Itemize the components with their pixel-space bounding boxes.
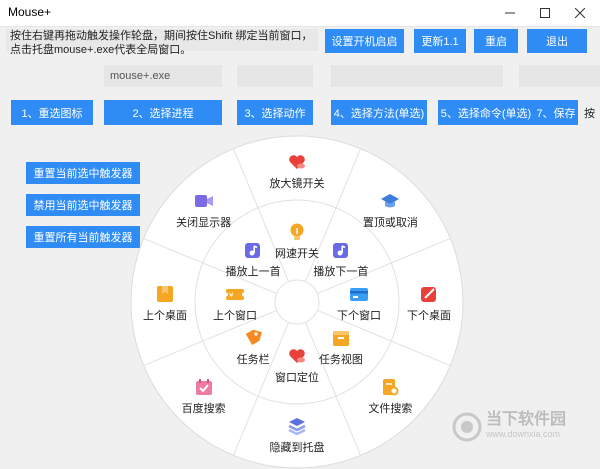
minimize-icon <box>505 12 515 14</box>
instruction-text: 按住右键再拖动触发操作轮盘，期间按住Shifit 绑定当前窗口，点击托盘mous… <box>6 29 318 56</box>
wheel-item-label: 下个窗口 <box>337 310 381 322</box>
wheel-item-label: 隐藏到托盘 <box>269 442 325 454</box>
wheel-divider <box>304 322 361 456</box>
graduation-cap-icon <box>380 191 400 211</box>
action-field[interactable] <box>237 65 313 87</box>
window-title: Mouse+ <box>8 5 52 19</box>
wheel-divider <box>233 322 290 456</box>
wheel-inner-item[interactable]: 播放下一首 <box>306 240 376 279</box>
wheel-divider <box>304 148 361 282</box>
watermark-url: www.downxia.com <box>486 429 561 439</box>
downxia-logo-icon <box>452 412 482 442</box>
wheel-item-label: 置顶或取消 <box>362 216 418 229</box>
wheel-divider <box>317 309 451 366</box>
music-note-icon <box>331 240 351 260</box>
box-icon <box>331 328 351 348</box>
wheel-item-label: 播放上一首 <box>225 266 281 279</box>
calendar-check-icon <box>194 377 214 397</box>
bookmark-box-icon <box>155 284 175 304</box>
wheel-divider <box>317 238 451 295</box>
wheel-inner-item[interactable]: 播放上一首 <box>218 240 288 279</box>
watermark-title: 当下软件园 <box>486 411 567 428</box>
watermark: 当下软件园 www.downxia.com <box>452 412 566 442</box>
autostart-button[interactable]: 设置开机启启 <box>325 29 404 53</box>
wheel-outer-item[interactable]: 文件搜索 <box>355 377 425 416</box>
wheel-item-label: 窗口定位 <box>275 372 319 384</box>
svg-text:¥: ¥ <box>229 292 234 300</box>
heart-cloud-icon <box>287 346 307 366</box>
wheel-outer-item[interactable]: 隐藏到托盘 <box>262 416 332 455</box>
document-search-icon <box>380 377 400 397</box>
note-edit-icon <box>419 284 439 304</box>
layers-icon <box>287 416 307 436</box>
close-icon <box>575 8 585 18</box>
wheel-inner-item[interactable]: 任务视图 <box>306 328 376 367</box>
wheel-outer-item[interactable]: 下个桌面 <box>394 284 464 323</box>
disable-selected-trigger-button[interactable]: 禁用当前选中触发器 <box>26 194 140 216</box>
step-reselect-icon[interactable]: 1、重选图标 <box>11 100 93 125</box>
wheel-divider <box>143 238 277 295</box>
maximize-icon <box>540 8 550 18</box>
heart-cloud-icon <box>287 152 307 172</box>
wheel-item-label: 关闭显示器 <box>176 216 232 229</box>
wheel-item-label: 播放下一首 <box>313 266 369 279</box>
title-bar: Mouse+ <box>0 0 600 27</box>
step-save[interactable]: 7、保存 <box>534 100 578 125</box>
wheel-inner-item[interactable]: 网速开关 <box>262 222 332 261</box>
card-icon <box>349 284 369 304</box>
step-select-command[interactable]: 5、选择命令(单选) <box>438 100 534 125</box>
ticket-icon: ¥ <box>224 284 246 304</box>
step-more[interactable]: 按 <box>584 100 600 125</box>
wheel-inner-item[interactable]: 下个窗口 <box>324 284 394 323</box>
exit-button[interactable]: 退出 <box>527 29 587 53</box>
wheel-divider <box>233 148 290 282</box>
wheel-item-label: 网速开关 <box>275 248 319 260</box>
wheel-outer-item[interactable]: 百度搜索 <box>169 377 239 416</box>
wheel-item-label: 下个桌面 <box>407 310 451 322</box>
close-button[interactable] <box>562 0 598 26</box>
wheel-inner-item[interactable]: ¥ 上个窗口 <box>200 284 270 323</box>
wheel-outer-item[interactable]: 关闭显示器 <box>169 191 239 230</box>
wheel-divider <box>143 309 277 366</box>
update-button[interactable]: 更新1.1 <box>414 29 466 53</box>
lightbulb-icon <box>287 222 307 242</box>
process-field[interactable]: mouse+.exe <box>104 65 222 87</box>
wheel-center[interactable] <box>274 279 320 325</box>
reset-all-triggers-button[interactable]: 重置所有当前触发器 <box>26 226 140 248</box>
minimize-button[interactable] <box>492 0 528 26</box>
music-note-icon <box>243 240 263 260</box>
wheel-item-label: 任务栏 <box>236 353 270 366</box>
restart-button[interactable]: 重启 <box>474 29 518 53</box>
wheel-item-label: 上个桌面 <box>143 310 187 322</box>
wheel-item-label: 上个窗口 <box>213 310 257 322</box>
wheel-outer-item[interactable]: 置顶或取消 <box>355 191 425 230</box>
maximize-button[interactable] <box>527 0 563 26</box>
wheel-outer-item[interactable]: 上个桌面 <box>130 284 200 323</box>
reset-selected-trigger-button[interactable]: 重置当前选中触发器 <box>26 162 140 184</box>
step-select-action[interactable]: 3、选择动作 <box>237 100 313 125</box>
method-field[interactable] <box>331 65 503 87</box>
wheel-item-label: 百度搜索 <box>181 403 226 416</box>
step-select-process[interactable]: 2、选择进程 <box>104 100 222 125</box>
wheel-inner-item[interactable]: 窗口定位 <box>262 346 332 385</box>
wheel-outer-item[interactable]: 放大镜开关 <box>262 152 332 191</box>
wheel-item-label: 放大镜开关 <box>269 178 325 190</box>
wheel-item-label: 文件搜索 <box>368 403 413 416</box>
wheel-item-label: 任务视图 <box>318 353 363 366</box>
wheel-inner-item[interactable]: 任务栏 <box>218 328 288 367</box>
step-select-method[interactable]: 4、选择方法(单选) <box>331 100 427 125</box>
tag-icon <box>243 328 263 348</box>
video-camera-icon <box>194 191 214 211</box>
command-field[interactable] <box>519 65 600 87</box>
